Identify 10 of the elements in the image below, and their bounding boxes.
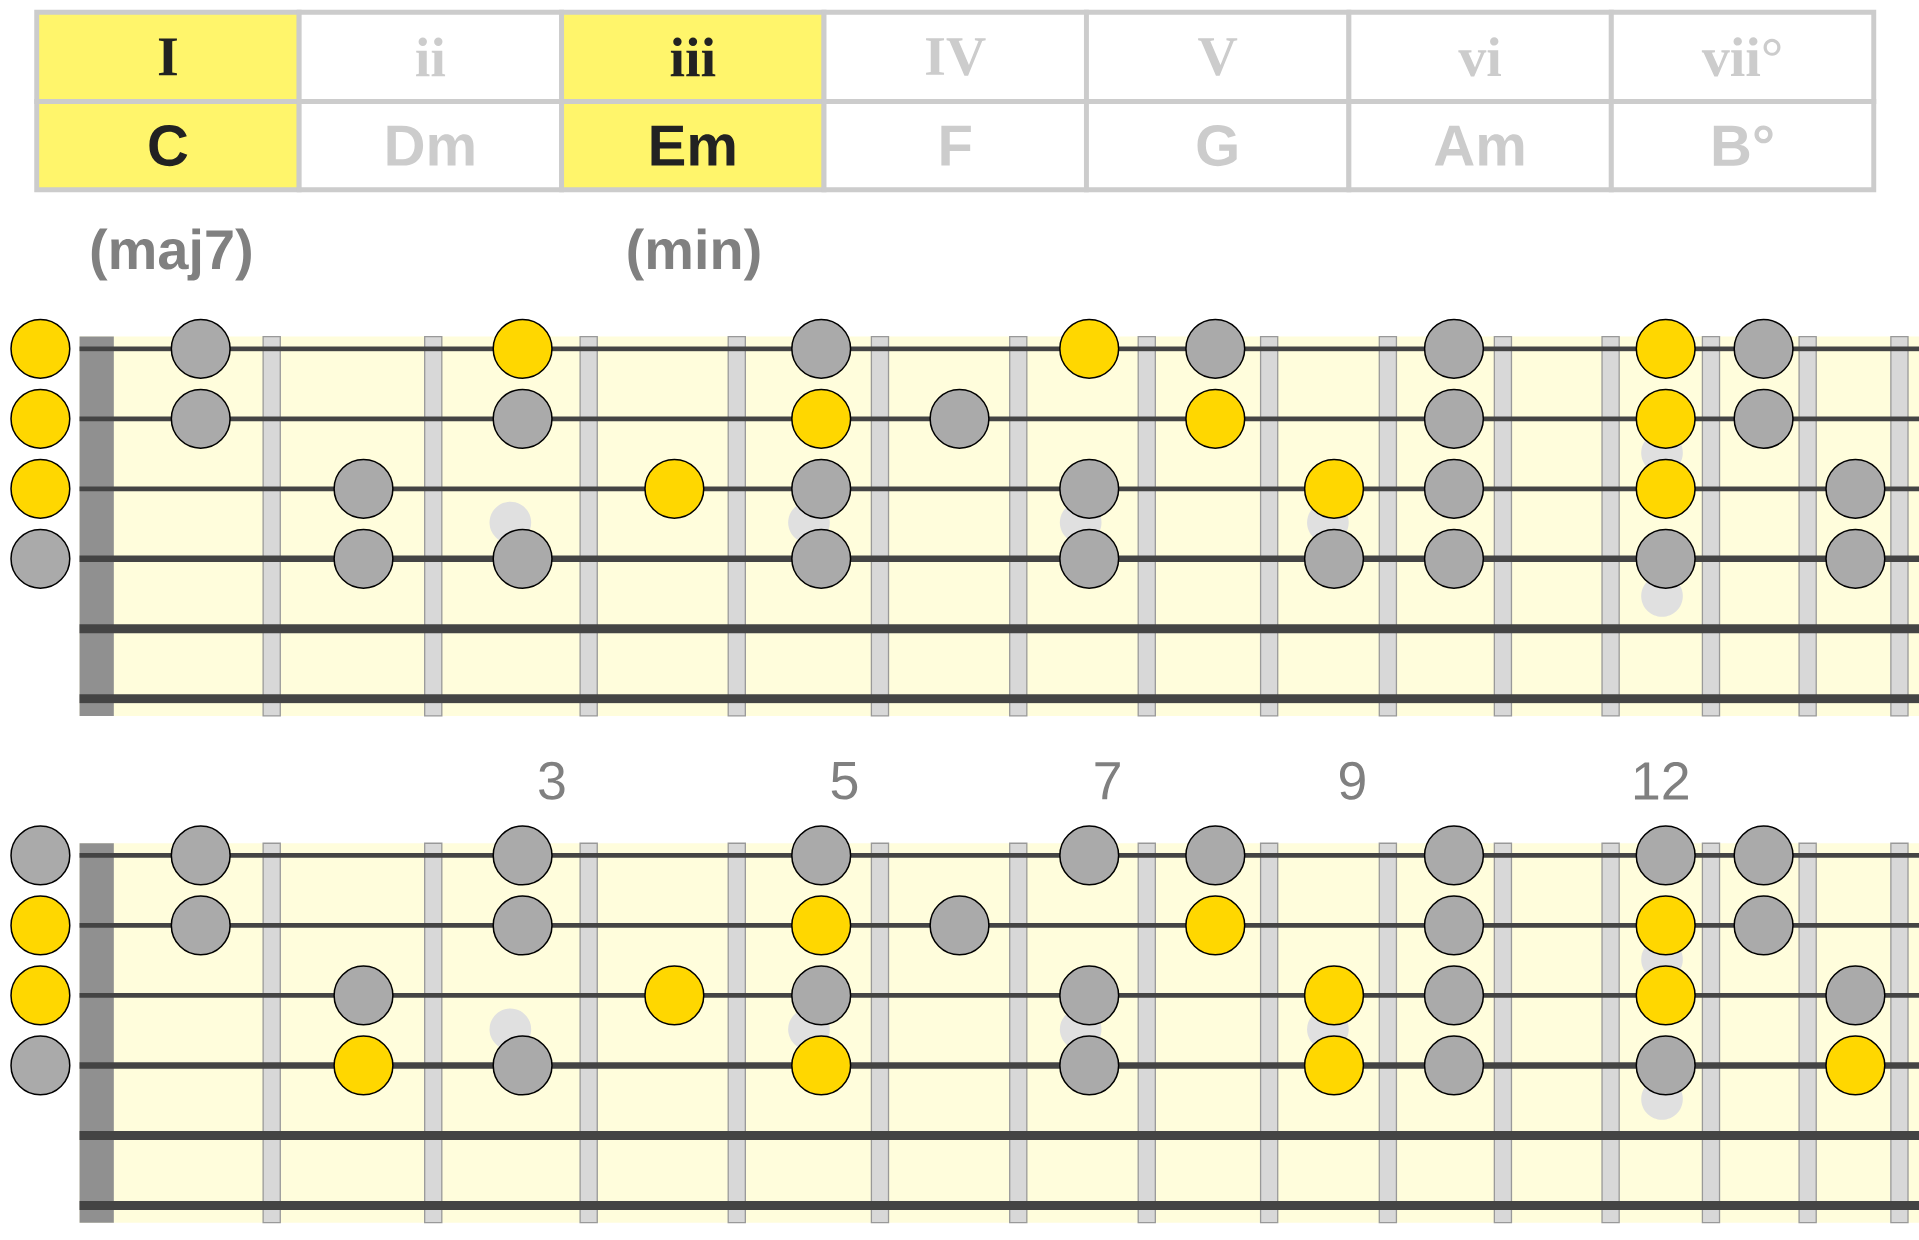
fret-number: 3	[539, 761, 565, 800]
fret-number: 7	[1095, 762, 1120, 800]
table-cell: I	[34, 9, 302, 105]
chord-quality-label: (min)	[628, 228, 760, 281]
table-cell: Em	[559, 99, 827, 193]
fret-number: 9	[1339, 761, 1365, 800]
fret-number: 12	[1634, 762, 1688, 800]
fret-number: 5	[831, 762, 858, 800]
table-cell: C	[34, 99, 302, 193]
chord-quality-label: (maj7)	[91, 228, 251, 281]
